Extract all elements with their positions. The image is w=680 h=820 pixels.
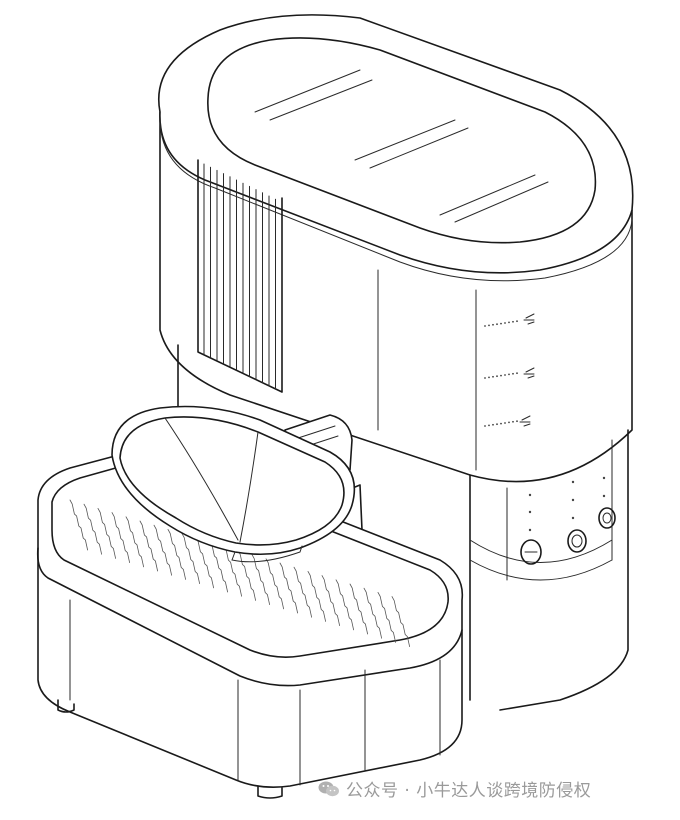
grate-line — [97, 508, 116, 559]
indicator-led — [571, 498, 575, 502]
grate-line — [181, 533, 200, 584]
level-dot — [516, 320, 518, 323]
grate-line — [223, 545, 242, 597]
level-dot — [484, 325, 486, 327]
control-panel — [520, 476, 616, 565]
level-dot — [496, 323, 498, 326]
level-dot — [492, 323, 494, 326]
level-dot — [488, 324, 490, 327]
indicator-led — [602, 494, 606, 498]
mode-button[interactable] — [567, 529, 587, 553]
level-dot — [508, 321, 510, 324]
grate-line — [111, 512, 130, 563]
vent-grille — [197, 159, 283, 393]
watermark: 公众号 · 小牛达人谈跨境防侵权 — [318, 776, 591, 801]
grate-line — [69, 499, 88, 551]
level-dot — [512, 420, 514, 423]
grate-line — [265, 558, 284, 610]
water-level-marks — [484, 313, 535, 427]
grate-line — [307, 571, 326, 622]
lid-highlight-3 — [354, 119, 456, 161]
grate-line — [363, 587, 382, 639]
level-dot — [512, 320, 514, 323]
indicator-led — [528, 528, 532, 532]
grate-line — [391, 596, 410, 647]
level-dot — [500, 422, 502, 425]
watermark-text: 公众号 · 小牛达人谈跨境防侵权 — [346, 781, 592, 801]
level-dot — [512, 372, 514, 375]
level-dot — [508, 373, 510, 376]
level-dot — [496, 375, 498, 378]
grate-line — [321, 575, 340, 626]
upper-tank — [158, 14, 634, 483]
level-dot — [504, 374, 506, 376]
level-dot — [504, 322, 506, 324]
grate-line — [83, 503, 102, 555]
grate-line — [139, 520, 158, 572]
grate-line — [293, 566, 312, 618]
bowl — [111, 405, 356, 563]
grate-line — [349, 583, 368, 635]
wechat-icon — [318, 781, 339, 796]
level-dot — [508, 421, 510, 424]
level-dot — [500, 322, 502, 325]
base-body — [177, 344, 629, 711]
level-dot — [496, 423, 498, 426]
level-dot — [488, 376, 490, 379]
grate-line — [377, 592, 396, 643]
indicator-led — [528, 510, 532, 514]
grate-line — [125, 516, 144, 568]
power-button[interactable] — [520, 539, 542, 565]
level-dot — [516, 420, 518, 423]
level-dot — [504, 422, 506, 424]
indicator-led — [571, 516, 575, 520]
lid-highlight-6 — [454, 181, 549, 223]
grate-line — [279, 562, 298, 614]
lid-highlight-2 — [269, 79, 373, 121]
indicator-led — [528, 493, 532, 497]
grate-line — [153, 524, 172, 576]
lid-highlight-4 — [369, 127, 469, 169]
grate-line — [209, 541, 228, 593]
grate-line — [195, 537, 214, 589]
grate-line — [237, 550, 256, 601]
level-dot — [516, 372, 518, 375]
lid-highlight-5 — [439, 174, 536, 216]
level-dot — [484, 377, 486, 379]
indicator-led — [571, 480, 575, 484]
level-dot — [484, 425, 486, 427]
indicator-led — [602, 476, 606, 480]
lid-highlight-1 — [254, 69, 361, 113]
level-dot — [492, 375, 494, 378]
level-dot — [500, 374, 502, 377]
drawer-tray — [36, 449, 464, 799]
grate-line — [167, 529, 186, 580]
timer-button[interactable] — [598, 507, 616, 529]
level-dot — [488, 424, 490, 427]
grate-line — [335, 579, 354, 631]
level-dot — [492, 423, 494, 426]
